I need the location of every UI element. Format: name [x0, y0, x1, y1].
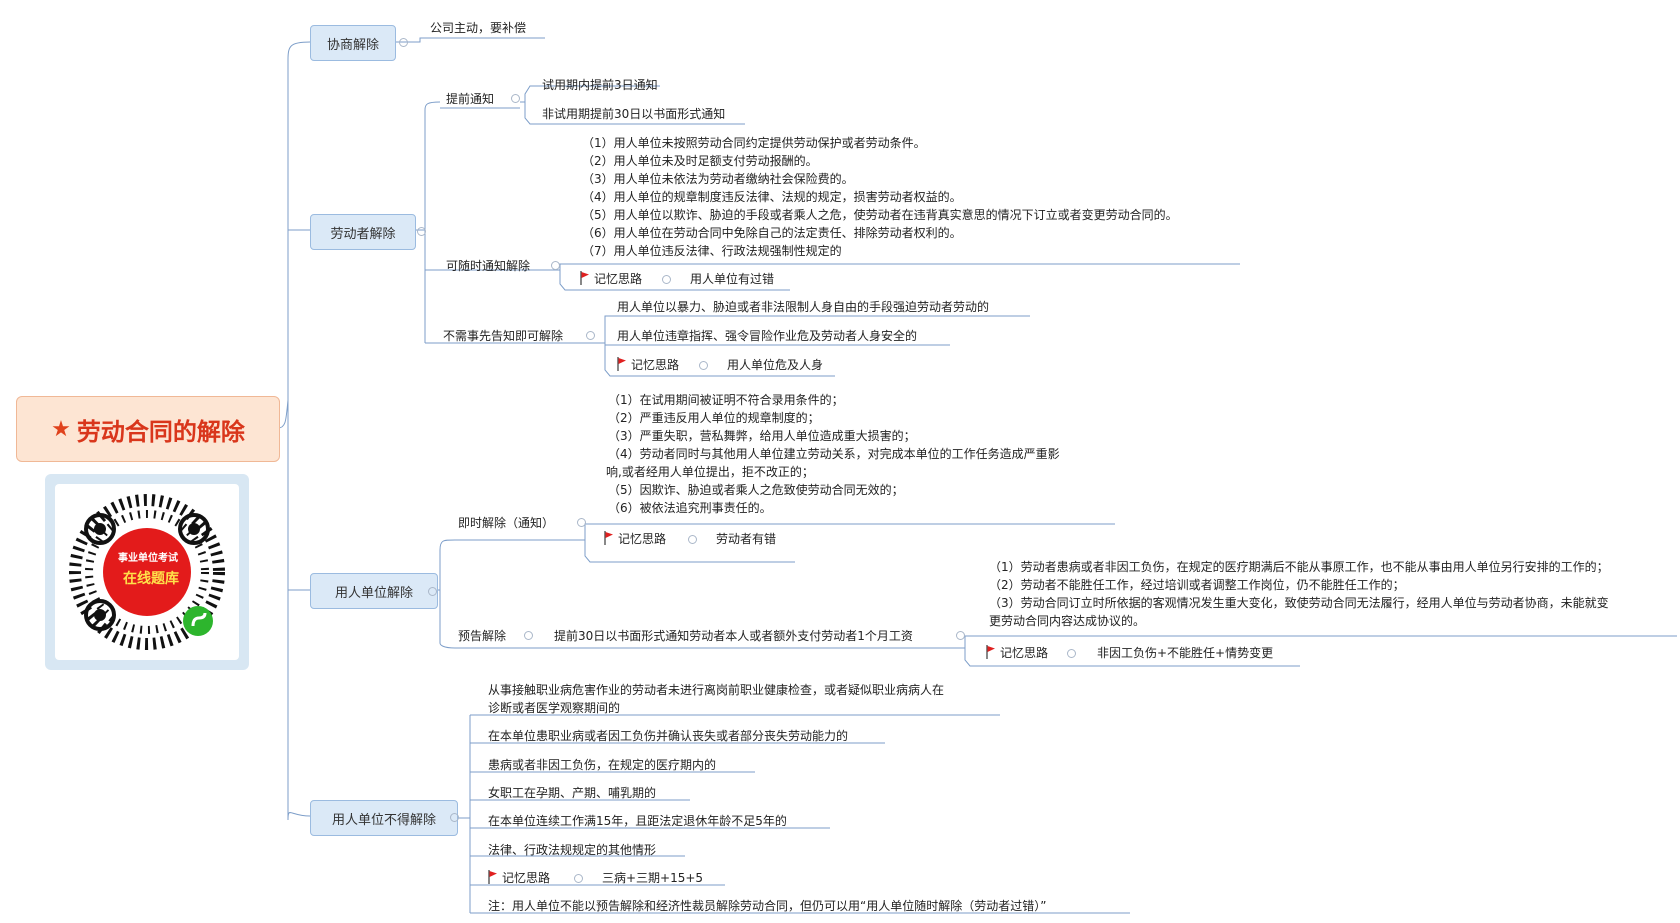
list-item: （2）严重违反用人单位的规章制度的； — [608, 411, 820, 425]
list-item: （5）因欺诈、胁迫或者乘人之危致使劳动合同无效的； — [608, 483, 904, 497]
collapse-toggle[interactable] — [1067, 649, 1076, 658]
list-item: （6）用人单位在劳动合同中免除自己的法定责任、排除劳动者权利的。 — [582, 226, 962, 240]
qr-code-panel: 事业单位考试 在线题库 — [45, 474, 249, 670]
list-item: 诊断或者医学观察期间的 — [488, 701, 621, 715]
collapse-toggle[interactable] — [688, 535, 697, 544]
memo-text: 劳动者有错 — [716, 532, 777, 546]
list-item: （1）用人单位未按照劳动合同约定提供劳动保护或者劳动条件。 — [582, 136, 926, 150]
list-item: 从事接触职业病危害作业的劳动者未进行离岗前职业健康检查，或者疑似职业病病人在 — [488, 683, 945, 697]
memo-label: 记忆思路 — [986, 644, 1048, 662]
list-item: 女职工在孕期、产期、哺乳期的 — [488, 786, 657, 800]
collapse-toggle[interactable] — [662, 275, 671, 284]
qr-caption-1: 事业单位考试 — [118, 553, 178, 564]
flag-icon — [986, 645, 995, 659]
memo-text: 三病+三期+15+5 — [602, 871, 704, 885]
sub-instant: 即时解除（通知） — [458, 516, 555, 530]
root-topic[interactable]: ★ 劳动合同的解除 — [16, 396, 280, 462]
memo-label: 记忆思路 — [604, 530, 666, 548]
list-item: （5）用人单位以欺诈、胁迫的手段或者乘人之危，使劳动者在违背真实意思的情况下订立… — [582, 208, 1178, 222]
branch-label: 劳动者解除 — [330, 226, 396, 242]
flag-icon — [604, 531, 613, 545]
list-item: 更劳动合同内容达成协议的。 — [989, 614, 1146, 628]
leaf-text: 非试用期提前30日以书面形式通知 — [542, 107, 726, 121]
flag-icon — [488, 870, 497, 884]
list-item: 患病或者非因工负伤，在规定的医疗期内的 — [488, 758, 717, 772]
collapse-toggle[interactable] — [428, 587, 437, 596]
memo-label: 记忆思路 — [488, 869, 550, 887]
qr-code: 事业单位考试 在线题库 — [55, 484, 239, 660]
list-item: （3）用人单位未依法为劳动者缴纳社会保险费的。 — [582, 172, 854, 186]
list-item: （3）严重失职，营私舞弊，给用人单位造成重大损害的； — [608, 429, 916, 443]
list-item: （1）在试用期间被证明不符合录用条件的； — [608, 393, 844, 407]
collapse-toggle[interactable] — [586, 331, 595, 340]
collapse-toggle[interactable] — [551, 261, 560, 270]
collapse-toggle[interactable] — [399, 38, 408, 47]
star-icon: ★ — [51, 416, 71, 442]
qr-code-graphic — [69, 494, 225, 650]
branch-label: 用人单位不得解除 — [331, 812, 436, 828]
branch-negotiated[interactable]: 协商解除 — [310, 25, 396, 61]
list-item: （7）用人单位违反法律、行政法规强制性规定的 — [582, 244, 842, 258]
qr-caption-2: 在线题库 — [123, 571, 179, 587]
list-item: （2）劳动者不能胜任工作，经过培训或者调整工作岗位，仍不能胜任工作的； — [989, 578, 1405, 592]
flag-icon — [617, 357, 626, 371]
list-item: （2）用人单位未及时足额支付劳动报酬的。 — [582, 154, 818, 168]
collapse-toggle[interactable] — [511, 94, 520, 103]
root-title: 劳动合同的解除 — [76, 417, 245, 446]
leaf-text: 公司主动，要补偿 — [430, 21, 527, 35]
memo-text: 用人单位有过错 — [690, 272, 775, 286]
memo-label: 记忆思路 — [580, 270, 642, 288]
list-item: （1）劳动者患病或者非因工负伤，在规定的医疗期满后不能从事原工作，也不能从事由用… — [989, 560, 1609, 574]
collapse-toggle[interactable] — [956, 631, 965, 640]
sub-anytime: 可随时通知解除 — [446, 259, 531, 273]
list-item: （3）劳动合同订立时所依据的客观情况发生重大变化，致使劳动合同无法履行，经用人单… — [989, 596, 1609, 610]
branch-worker[interactable]: 劳动者解除 — [310, 214, 416, 250]
sub-notice: 预告解除 — [458, 629, 507, 643]
memo-text: 用人单位危及人身 — [727, 358, 824, 372]
collapse-toggle[interactable] — [574, 874, 583, 883]
list-item: （4）用人单位的规章制度违反法律、法规的规定，损害劳动者权益的。 — [582, 190, 962, 204]
leaf-text: 试用期内提前3日通知 — [542, 78, 658, 92]
branch-employer[interactable]: 用人单位解除 — [310, 573, 438, 609]
flag-icon — [580, 271, 589, 285]
leaf-text: 用人单位违章指挥、强令冒险作业危及劳动者人身安全的 — [617, 329, 918, 343]
memo-text: 非因工负伤+不能胜任+情势变更 — [1097, 646, 1274, 660]
memo-label: 记忆思路 — [617, 356, 679, 374]
list-item: （4）劳动者同时与其他用人单位建立劳动关系，对完成本单位的工作任务造成严重影 — [608, 447, 1060, 461]
notice-condition: 提前30日以书面形式通知劳动者本人或者额外支付劳动者1个月工资 — [554, 629, 913, 643]
list-item: （6）被依法追究刑事责任的。 — [608, 501, 772, 515]
branch-employer-prohibited[interactable]: 用人单位不得解除 — [310, 800, 458, 836]
sub-immediate: 不需事先告知即可解除 — [443, 329, 564, 343]
branch-label: 协商解除 — [326, 37, 379, 53]
collapse-toggle[interactable] — [450, 813, 459, 822]
collapse-toggle[interactable] — [699, 361, 708, 370]
list-item: 法律、行政法规规定的其他情形 — [488, 843, 657, 857]
list-item: 在本单位连续工作满15年，且距法定退休年龄不足5年的 — [488, 814, 787, 828]
collapse-toggle[interactable] — [417, 227, 426, 236]
footnote: 注：用人单位不能以预告解除和经济性裁员解除劳动合同，但仍可以用“用人单位随时解除… — [488, 899, 1047, 913]
list-item: 在本单位患职业病或者因工负伤并确认丧失或者部分丧失劳动能力的 — [488, 729, 849, 743]
branch-label: 用人单位解除 — [334, 585, 413, 601]
collapse-toggle[interactable] — [577, 518, 586, 527]
sub-advance: 提前通知 — [446, 92, 495, 106]
list-item: 响,或者经用人单位提出，拒不改正的； — [606, 465, 814, 479]
collapse-toggle[interactable] — [524, 631, 533, 640]
leaf-text: 用人单位以暴力、胁迫或者非法限制人身自由的手段强迫劳动者劳动的 — [617, 300, 990, 314]
